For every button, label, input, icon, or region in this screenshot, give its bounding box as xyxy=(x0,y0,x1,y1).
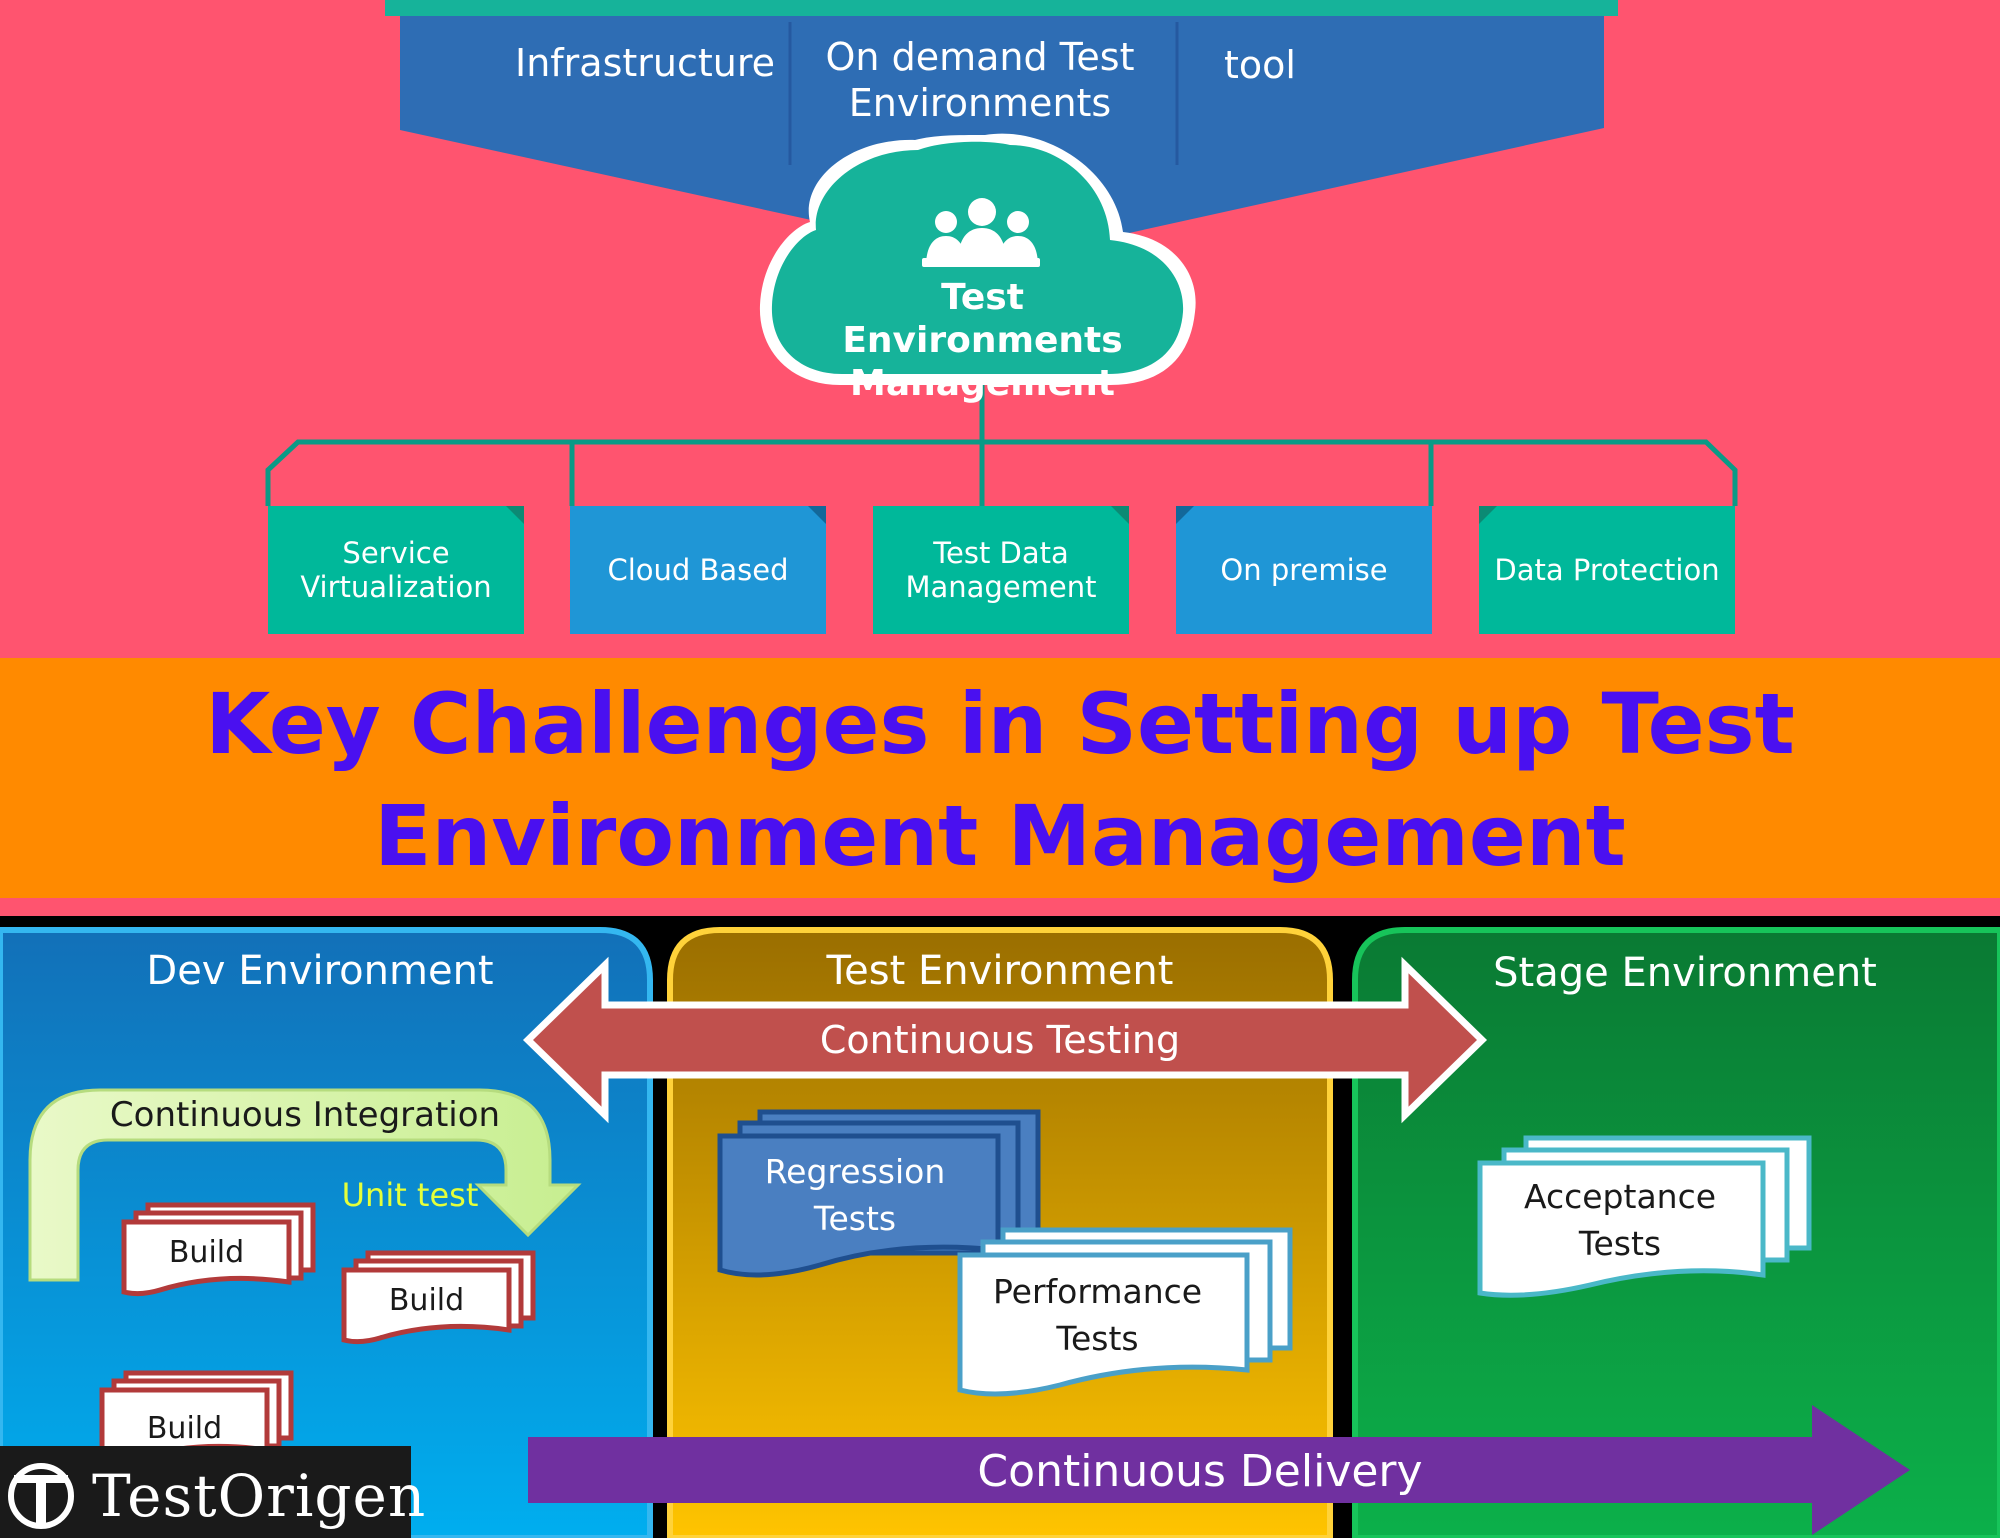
top-bar xyxy=(385,0,1618,16)
continuous-testing-label: Continuous Testing xyxy=(819,1018,1181,1062)
continuous-integration-label: Continuous Integration xyxy=(109,1094,501,1135)
on-demand-environments-label: On demand Test Environments xyxy=(825,35,1135,125)
cloud-title: Test Environments Management xyxy=(842,277,1123,404)
component-on-premise: On premise xyxy=(1220,553,1388,587)
top-funnel xyxy=(400,16,1604,235)
unit-test-label: Unit test xyxy=(341,1175,479,1214)
people-group-icon xyxy=(922,198,1040,267)
component-box-shapes xyxy=(268,506,1735,634)
title-banner xyxy=(0,658,2000,898)
infrastructure-label: Infrastructure xyxy=(514,41,776,85)
page-title: Key Challenges in Setting up Test Enviro… xyxy=(205,675,1795,885)
banner-strip xyxy=(0,898,2000,916)
stage-environment-title: Stage Environment xyxy=(1493,950,1877,996)
brand-name: TestOrigen xyxy=(92,1462,427,1530)
build-card-1-label: Build xyxy=(168,1235,245,1270)
connector-lines xyxy=(265,385,1738,506)
acceptance-tests-label: Acceptance Tests xyxy=(1523,1177,1717,1263)
component-test-data-management: Test Data Management xyxy=(905,536,1097,604)
component-service-virtualization: Service Virtualization xyxy=(300,536,492,604)
testorigen-t-logo-icon xyxy=(0,1446,411,1538)
component-data-protection: Data Protection xyxy=(1494,553,1720,587)
continuous-delivery-arrow xyxy=(528,1405,1910,1535)
build-card-3-label: Build xyxy=(146,1410,223,1446)
regression-tests-label: Regression Tests xyxy=(764,1152,946,1238)
component-cloud-based: Cloud Based xyxy=(607,553,789,587)
tool-label: tool xyxy=(1224,43,1296,87)
continuous-integration-arrow xyxy=(28,1088,582,1282)
acceptance-card-shapes xyxy=(1477,1135,1812,1298)
performance-tests-label: Performance Tests xyxy=(992,1272,1203,1358)
test-environment-title: Test Environment xyxy=(826,948,1174,994)
performance-card-shapes xyxy=(957,1227,1293,1397)
build-card-2-label: Build xyxy=(388,1283,465,1318)
dev-environment-title: Dev Environment xyxy=(146,948,494,994)
continuous-delivery-label: Continuous Delivery xyxy=(977,1446,1423,1497)
regression-card-shapes xyxy=(717,1109,1041,1278)
build-card-shapes xyxy=(99,1202,536,1465)
continuous-testing-arrow xyxy=(522,956,1488,1124)
